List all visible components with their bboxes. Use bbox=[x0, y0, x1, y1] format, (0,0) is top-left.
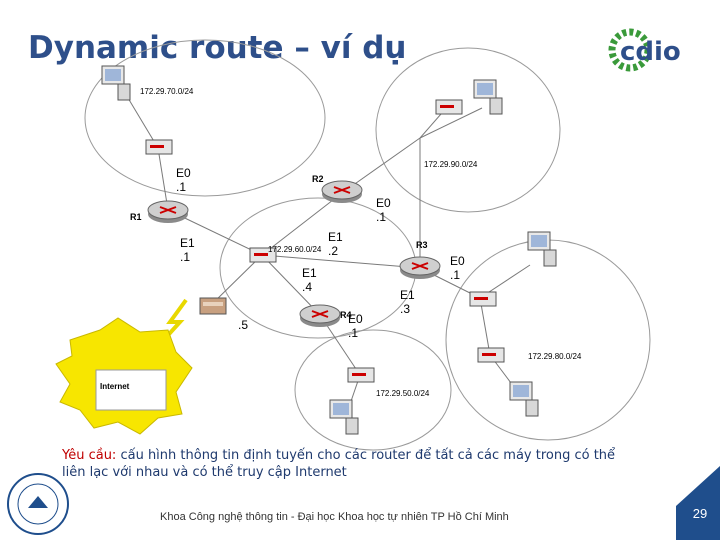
network-label-net3: 172.29.60.0/24 bbox=[268, 245, 322, 254]
network-label-net1: 172.29.70.0/24 bbox=[140, 87, 194, 96]
computer-icon bbox=[101, 65, 131, 101]
switch-icon bbox=[435, 99, 463, 115]
switch-icon bbox=[469, 291, 497, 307]
switch-icon bbox=[249, 247, 277, 263]
logo-text: cdio bbox=[620, 37, 681, 67]
requirement-key: Yêu cầu: bbox=[62, 448, 117, 463]
router-label-r1: R1 bbox=[130, 212, 142, 222]
network-label-net2: 172.29.90.0/24 bbox=[424, 160, 478, 169]
router-label-r4: R4 bbox=[340, 310, 352, 320]
interface-label-r4-e0: E0 .1 bbox=[348, 312, 363, 340]
network-label-net4: 172.29.50.0/24 bbox=[376, 389, 430, 398]
cdio-logo: cdio bbox=[608, 28, 681, 72]
interface-label-modem: .5 bbox=[238, 318, 249, 332]
computer-icon bbox=[509, 381, 539, 417]
computer-icon bbox=[473, 79, 503, 115]
switch-icon bbox=[145, 139, 173, 155]
interface-label-r2-e0: E0 .1 bbox=[376, 196, 391, 224]
interface-label-r2-e1: E1 .2 bbox=[328, 230, 343, 258]
computer-icon bbox=[329, 399, 359, 435]
requirement-text: Yêu cầu: cấu hình thông tin định tuyến c… bbox=[62, 447, 622, 481]
interface-label-r3-e1: E1 .3 bbox=[400, 288, 415, 316]
network-ellipse-net4 bbox=[294, 329, 452, 451]
page-number-box bbox=[676, 466, 720, 540]
lightning-icon bbox=[158, 298, 188, 346]
slide-title: Dynamic route – ví dụ bbox=[28, 30, 407, 66]
network-ellipse-net1 bbox=[84, 39, 326, 197]
interface-label-r3-e0: E0 .1 bbox=[450, 254, 465, 282]
switch-icon bbox=[477, 347, 505, 363]
router-label-r3: R3 bbox=[416, 240, 428, 250]
router-icon-r2 bbox=[321, 180, 363, 203]
computer-icon bbox=[527, 231, 557, 267]
requirement-body: cấu hình thông tin định tuyến cho các ro… bbox=[62, 448, 616, 480]
switch-icon bbox=[347, 367, 375, 383]
interface-label-r1-e1: E1 .1 bbox=[180, 236, 195, 264]
interface-label-r1-e0: E0 .1 bbox=[176, 166, 191, 194]
modem-icon bbox=[199, 297, 227, 315]
internet-label: Internet bbox=[100, 382, 130, 391]
footer-text: Khoa Công nghệ thông tin - Đại học Khoa … bbox=[160, 511, 509, 523]
page-number: 29 bbox=[692, 506, 708, 521]
network-label-net5: 172.29.80.0/24 bbox=[528, 352, 582, 361]
router-icon-r4 bbox=[299, 304, 341, 327]
router-icon-r3 bbox=[399, 256, 441, 279]
network-ellipse-net2 bbox=[375, 47, 561, 213]
router-icon-r1 bbox=[147, 200, 189, 223]
router-label-r2: R2 bbox=[312, 174, 324, 184]
university-seal-logo bbox=[7, 473, 69, 535]
interface-label-r4-e1: E1 .4 bbox=[302, 266, 317, 294]
network-ellipse-net5 bbox=[445, 239, 651, 441]
